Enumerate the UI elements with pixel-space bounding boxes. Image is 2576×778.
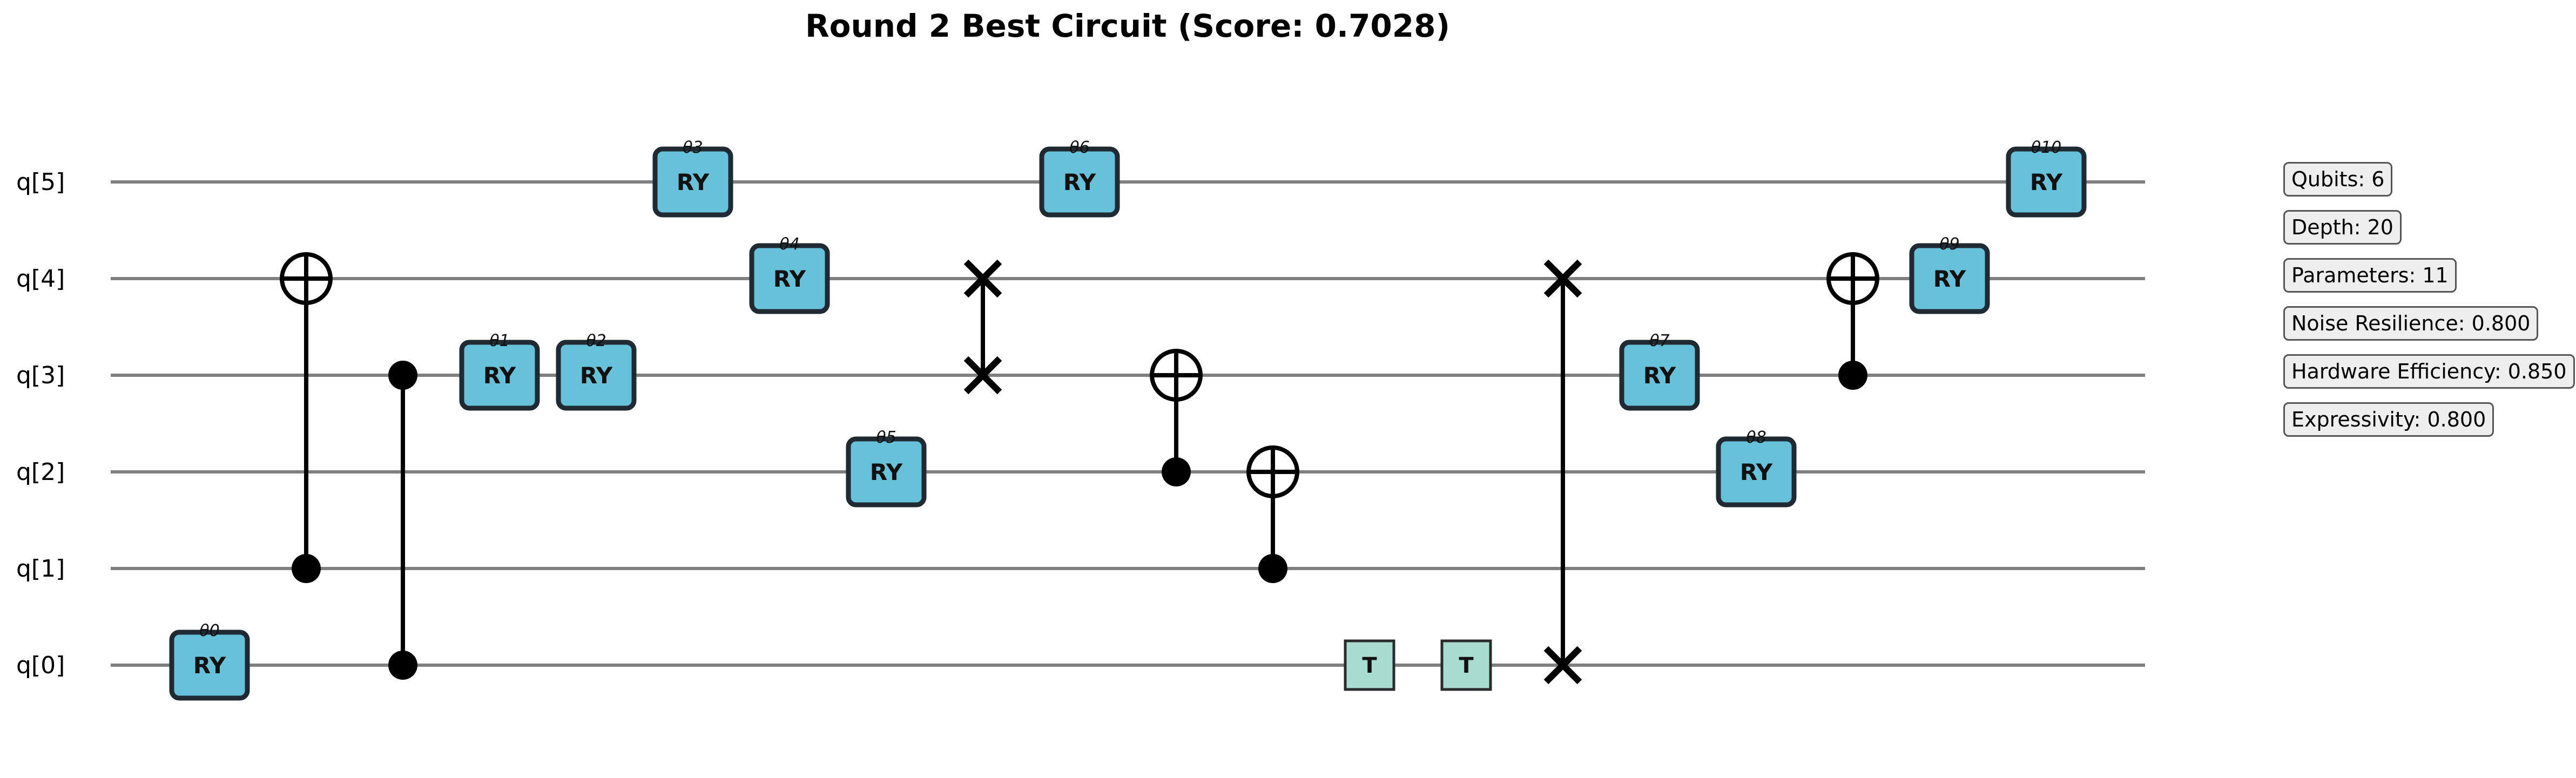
gate-label: RY: [870, 459, 903, 485]
control-dot: [388, 361, 417, 390]
gate-label: RY: [483, 362, 516, 389]
qubit-label: q[3]: [16, 362, 65, 389]
control-dot: [388, 651, 417, 680]
gate-param: θ5: [876, 428, 896, 447]
cnot-gate: [1150, 349, 1203, 486]
t-gate: T: [1440, 639, 1492, 691]
gate-param: θ8: [1746, 428, 1766, 447]
metric-badge: Expressivity: 0.800: [2283, 402, 2494, 437]
t-gate: T: [1344, 639, 1395, 691]
cz-gate: [388, 361, 417, 680]
swap-cross: [963, 356, 1002, 395]
ry-gate: RY θ6: [1039, 138, 1120, 218]
gate-label: RY: [1063, 169, 1096, 195]
control-dot: [1258, 554, 1287, 583]
metric-badge: Depth: 20: [2283, 210, 2402, 245]
gate-param: θ1: [489, 332, 509, 350]
gate-label: RY: [1933, 266, 1966, 292]
qubit-label: q[5]: [16, 168, 65, 196]
ry-gate: RY θ0: [169, 621, 250, 701]
qubit-label: q[1]: [16, 555, 65, 583]
swap-cross: [1543, 646, 1582, 685]
swap-gate: [963, 259, 1002, 395]
gate-label: T: [1459, 653, 1474, 678]
gate-param: θ2: [586, 332, 606, 350]
gate-label: RY: [1643, 362, 1676, 389]
cnot-gate: [1826, 252, 1879, 390]
gate-param: θ7: [1649, 332, 1669, 350]
ry-gate: RY θ2: [556, 332, 637, 411]
ry-gate: RY θ10: [2006, 138, 2087, 218]
cnot-gate: [280, 252, 333, 583]
control-dot: [292, 554, 321, 583]
cnot-gate: [1246, 445, 1299, 583]
gate-param: θ3: [683, 138, 703, 157]
gate-label: RY: [2030, 169, 2063, 195]
ry-gate: RY θ9: [1909, 235, 1990, 314]
ry-gate: RY θ7: [1619, 332, 1700, 411]
ry-gate: RY θ5: [846, 428, 927, 508]
control-dot: [1162, 457, 1191, 486]
gate-param: θ9: [1939, 235, 1959, 254]
gate-label: RY: [193, 652, 226, 679]
swap-gate: [1543, 259, 1582, 685]
ry-gate: RY θ3: [652, 138, 733, 218]
gate-param: θ4: [779, 235, 799, 254]
gate-param: θ0: [199, 621, 219, 640]
metric-badge: Qubits: 6: [2283, 162, 2393, 197]
gate-label: T: [1362, 653, 1377, 678]
gate-label: RY: [1740, 459, 1773, 485]
metric-badge: Noise Resilience: 0.800: [2283, 306, 2539, 341]
ry-gate: RY θ1: [459, 332, 540, 411]
gate-label: RY: [580, 362, 613, 389]
metric-badge: Parameters: 11: [2283, 258, 2457, 293]
metric-badge: Hardware Efficiency: 0.850: [2283, 354, 2575, 389]
qubit-label: q[4]: [16, 265, 65, 293]
ry-gate: RY θ4: [749, 235, 830, 314]
swap-cross: [963, 259, 1002, 298]
gate-param: θ6: [1069, 138, 1089, 157]
control-dot: [1838, 361, 1867, 390]
qubit-label: q[2]: [16, 458, 65, 486]
gate-param: θ10: [2031, 138, 2062, 157]
circuit-title: Round 2 Best Circuit (Score: 0.7028): [805, 8, 1450, 44]
gate-label: RY: [677, 169, 710, 195]
gate-label: RY: [773, 266, 806, 292]
swap-cross: [1543, 259, 1582, 298]
ry-gate: RY θ8: [1716, 428, 1797, 508]
qubit-label: q[0]: [16, 652, 65, 679]
